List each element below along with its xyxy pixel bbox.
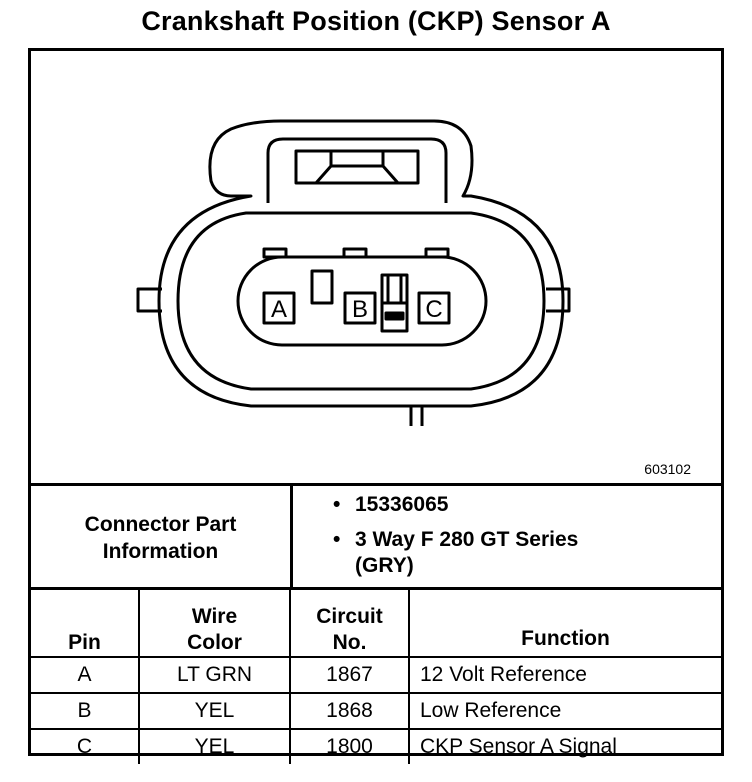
figure-id: 603102 <box>644 461 691 477</box>
connector-drawing: A B C 603102 <box>31 51 721 483</box>
pin-table-header: Pin Wire Color Circuit No. Function <box>31 587 721 658</box>
function-cell: CKP Sensor A Signal <box>408 728 721 764</box>
wire-color-cell: LT GRN <box>138 656 291 694</box>
circuit-cell: 1800 <box>289 728 410 764</box>
latch-inner <box>266 137 448 203</box>
pin-box-c <box>417 291 451 325</box>
pin-label-c: C <box>425 296 442 323</box>
pin-box-a <box>262 291 296 325</box>
header-function: Function <box>408 587 721 658</box>
outer-housing <box>157 119 565 408</box>
pin-label-a: A <box>271 296 287 323</box>
inner-housing <box>176 211 546 391</box>
latch-ramp <box>314 164 400 184</box>
table-row: C YEL 1800 CKP Sensor A Signal <box>31 728 721 764</box>
connector-info-label: Connector Part Information <box>84 513 237 563</box>
table-row: A LT GRN 1867 12 Volt Reference <box>31 656 721 694</box>
right-ear <box>546 287 571 313</box>
pin-label-b: B <box>352 296 368 323</box>
diagram-title: Crankshaft Position (CKP) Sensor A <box>141 6 611 36</box>
connector-info-section: Connector Part Information 15336065 3 Wa… <box>31 483 721 590</box>
pin-box-b <box>343 291 377 325</box>
function-cell: 12 Volt Reference <box>408 656 721 694</box>
pin-cell: B <box>31 692 140 730</box>
connector-info-values: 15336065 3 Way F 280 GT Series (GRY) <box>331 492 585 588</box>
key-post <box>310 269 334 305</box>
connector-info-label-cell: Connector Part Information <box>31 486 293 590</box>
wire-color-cell: YEL <box>138 728 291 764</box>
connector-face-svg: A B C <box>136 119 571 426</box>
part-number: 15336065 <box>331 492 585 518</box>
diagram-frame: A B C 603102 Connector Part Information … <box>28 48 724 764</box>
header-pin: Pin <box>31 587 140 658</box>
header-wire-color: Wire Color <box>138 587 291 658</box>
circuit-cell: 1867 <box>289 656 410 694</box>
function-cell: Low Reference <box>408 692 721 730</box>
latch-tab <box>294 149 420 185</box>
pin-cell: C <box>31 728 140 764</box>
circuit-cell: 1868 <box>289 692 410 730</box>
wire-color-cell: YEL <box>138 692 291 730</box>
pin-cell: A <box>31 656 140 694</box>
header-circuit-no: Circuit No. <box>289 587 410 658</box>
pin-table: Pin Wire Color Circuit No. Function A LT… <box>31 587 721 764</box>
connector-type: 3 Way F 280 GT Series (GRY) <box>331 527 585 579</box>
table-row: B YEL 1868 Low Reference <box>31 692 721 730</box>
left-ear <box>136 287 162 313</box>
